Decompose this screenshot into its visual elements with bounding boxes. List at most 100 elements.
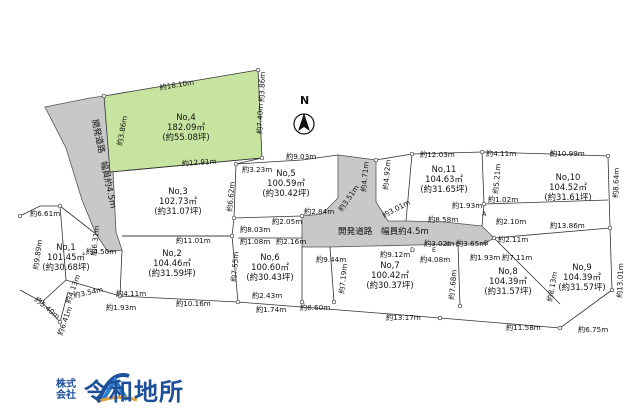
- dimension-label: 約4.71m: [359, 161, 371, 192]
- dimension-label: 約2.05m: [272, 217, 302, 226]
- dimension-label: 約1.93m: [106, 303, 136, 312]
- lot-8-area: 104.39㎡: [489, 276, 527, 286]
- north-arrow: N: [293, 94, 315, 135]
- dimension-label: 約3.23m: [242, 165, 272, 174]
- point-e: E: [432, 246, 436, 254]
- dimension-label: 約13.17m: [386, 313, 421, 322]
- dimension-label: 約9.12m: [380, 250, 410, 259]
- dimension-label: 約13.86m: [550, 221, 585, 230]
- lot-9-no: No,9: [572, 262, 591, 272]
- dimension-label: 約1.08m: [240, 237, 270, 246]
- dimension-label: 約3.65m: [456, 239, 486, 248]
- lot-7-tsubo: (約30.37坪): [366, 280, 413, 290]
- dimension-label: 約6.61m: [30, 209, 60, 218]
- road-label-development: 開発道路 幅員約4.5m: [338, 225, 429, 237]
- dimension-label: 約10.16m: [176, 299, 211, 308]
- dimension-label: 約3.86m: [257, 72, 267, 102]
- dimension-label: 約11.58m: [506, 323, 541, 332]
- point-letters: A B C D E: [410, 210, 488, 254]
- dimension-label: 約9.03m: [286, 152, 316, 161]
- dimension-label: 約4.11m: [486, 149, 516, 158]
- company-kaisha: 会社: [56, 389, 76, 401]
- point-a: A: [482, 210, 487, 218]
- dimension-label: 約9.89m: [31, 239, 44, 270]
- point-b: B: [484, 239, 488, 247]
- dimension-label: 約8.58m: [428, 215, 458, 224]
- lot-6-area: 100.60㎡: [251, 262, 289, 272]
- lot-6-tsubo: (約30.43坪): [246, 272, 293, 282]
- dimension-label: 約2.16m: [276, 237, 306, 246]
- dimension-label: 約2.10m: [496, 217, 526, 226]
- lot-9-area: 104.39㎡: [563, 272, 601, 282]
- dimension-label: 約2.11m: [498, 235, 528, 244]
- dimension-label: 約8.03m: [240, 225, 270, 234]
- dimension-label: 約8.60m: [300, 303, 330, 312]
- company-logo-icon: [96, 373, 138, 404]
- company-kabushiki: 株式: [56, 378, 76, 390]
- company-brand-name: 令和地所: [84, 378, 184, 406]
- dimension-label: 約5.21m: [491, 163, 503, 194]
- lot-7-no: No,7: [380, 260, 399, 270]
- lot-2-no: No,2: [162, 248, 181, 258]
- lot-10-tsubo: (約31.61坪): [544, 192, 591, 202]
- dimension-label: 約7.68m: [447, 269, 459, 300]
- lot-3-area: 102.73㎡: [159, 196, 197, 206]
- dimension-label: 約1.02m: [488, 195, 518, 204]
- lot-7-area: 100.42㎡: [371, 270, 409, 280]
- lot-5-tsubo: (約30.42坪): [262, 188, 309, 198]
- dimension-label: 約4.11m: [116, 289, 146, 298]
- lot-11-area: 104.63㎡: [425, 174, 463, 184]
- dimension-label: 約13.01m: [615, 263, 625, 298]
- point-c: C: [446, 240, 451, 248]
- lot-11-tsubo: (約31.65坪): [420, 184, 467, 194]
- lot-labels: No,1 101.45㎡ (約30.68坪) No,2 104.46㎡ (約31…: [42, 112, 605, 296]
- dimension-label: 約6.62m: [225, 181, 237, 212]
- dimension-label: 約12.91m: [182, 157, 217, 168]
- road-development: [301, 154, 495, 248]
- lot-2-tsubo: (約31.59坪): [148, 268, 195, 278]
- lot-10-area: 104.52㎡: [549, 182, 587, 192]
- lot-8-tsubo: (約31.57坪): [484, 286, 531, 296]
- dimension-label: 約11.01m: [176, 236, 211, 245]
- lot-4-no: No,4: [176, 112, 195, 122]
- lot-5-no: No,5: [276, 168, 295, 178]
- lot-1-area: 101.45㎡: [47, 252, 85, 262]
- lot-2-area: 104.46㎡: [153, 258, 191, 268]
- lot-4-tsubo: (約55.08坪): [162, 132, 209, 142]
- lot-11-no: No,11: [432, 164, 457, 174]
- lot-4-area: 182.09㎡: [167, 122, 205, 132]
- dimension-label: 約7.40m: [255, 104, 265, 134]
- lot-1-tsubo: (約30.68坪): [42, 262, 89, 272]
- dimension-label: 約1.93m: [452, 201, 482, 210]
- dimension-label: 約6.31m: [89, 225, 101, 256]
- dimension-label: 約1.74m: [256, 305, 286, 314]
- dimension-label: 約2.43m: [252, 291, 282, 300]
- dimension-label: 約7.11m: [502, 253, 532, 262]
- lot-3-no: No,3: [168, 186, 187, 196]
- company-name: 株式 会社 令和地所: [56, 372, 184, 407]
- north-label: N: [300, 94, 309, 107]
- dimension-label: 約1.93m: [470, 253, 500, 262]
- dimension-label: 約4.08m: [420, 255, 450, 264]
- lot-3-tsubo: (約31.07坪): [154, 206, 201, 216]
- dimension-label: 約8.13m: [545, 271, 559, 302]
- dimension-label: 約12.03m: [420, 150, 455, 159]
- dimension-label: 約6.75m: [578, 325, 608, 334]
- dimension-label: 約4.92m: [381, 159, 393, 190]
- dimension-label: 約5.40m: [33, 295, 62, 321]
- lot-6-no: No,6: [260, 252, 279, 262]
- lot-10-no: No,10: [556, 172, 581, 182]
- point-d: D: [410, 246, 415, 254]
- dimension-label: 約7.19m: [337, 263, 349, 294]
- boundary-points: [17, 67, 615, 331]
- dimension-label: 約9.44m: [316, 255, 346, 264]
- dimension-label: 約8.64m: [611, 168, 621, 198]
- dimension-label: 約7.55m: [229, 251, 241, 282]
- dimension-label: 約3.02m: [424, 239, 454, 248]
- dimension-label: 約2.84m: [304, 207, 334, 216]
- lot-1-no: No,1: [56, 242, 75, 252]
- company-type: 株式 会社: [56, 379, 80, 401]
- lot-9-tsubo: (約31.57坪): [558, 282, 605, 292]
- lot-8-no: No,8: [498, 266, 517, 276]
